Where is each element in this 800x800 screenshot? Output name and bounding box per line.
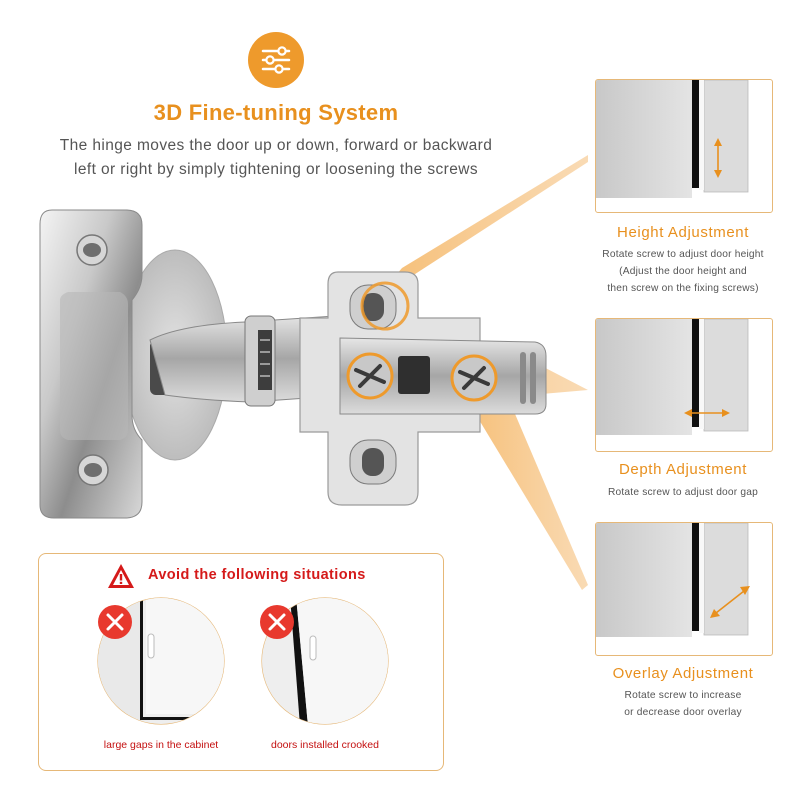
page-title: 3D Fine-tuning System xyxy=(153,100,399,125)
height-adjustment-title: Height Adjustment xyxy=(617,224,749,241)
subtitle-line-2: left or right by simply tightening or lo… xyxy=(74,161,478,178)
horizontal-arrow-icon xyxy=(684,409,730,417)
sliders-icon xyxy=(248,32,304,88)
height-adjustment-image xyxy=(595,79,773,213)
overlay-adjustment-title: Overlay Adjustment xyxy=(612,665,754,682)
avoid-title: Avoid the following situations xyxy=(148,567,366,583)
overlay-adjustment-description: Rotate screw to increase or decrease doo… xyxy=(624,690,742,718)
crooked-door-illustration xyxy=(261,597,389,725)
vertical-arrow-icon xyxy=(714,138,722,178)
depth-adjustment-title: Depth Adjustment xyxy=(618,461,747,478)
error-x-icon xyxy=(98,605,132,639)
error-x-icon xyxy=(260,605,294,639)
height-adjustment-description: Rotate screw to adjust door height (Adju… xyxy=(602,249,764,294)
large-gaps-caption: large gaps in the cabinet xyxy=(103,739,219,751)
depth-adjustment-image xyxy=(595,318,773,452)
overlay-adjustment-image xyxy=(595,522,773,656)
depth-adjustment-description: Rotate screw to adjust door gap xyxy=(607,487,759,498)
subtitle-line-1: The hinge moves the door up or down, for… xyxy=(59,137,493,154)
diagonal-arrow-icon xyxy=(710,586,750,618)
crooked-door-caption: doors installed crooked xyxy=(271,739,379,751)
overlay-beam xyxy=(458,360,588,590)
warning-triangle-icon xyxy=(108,564,134,588)
avoid-situations-box xyxy=(38,553,444,771)
height-beam xyxy=(375,155,588,300)
